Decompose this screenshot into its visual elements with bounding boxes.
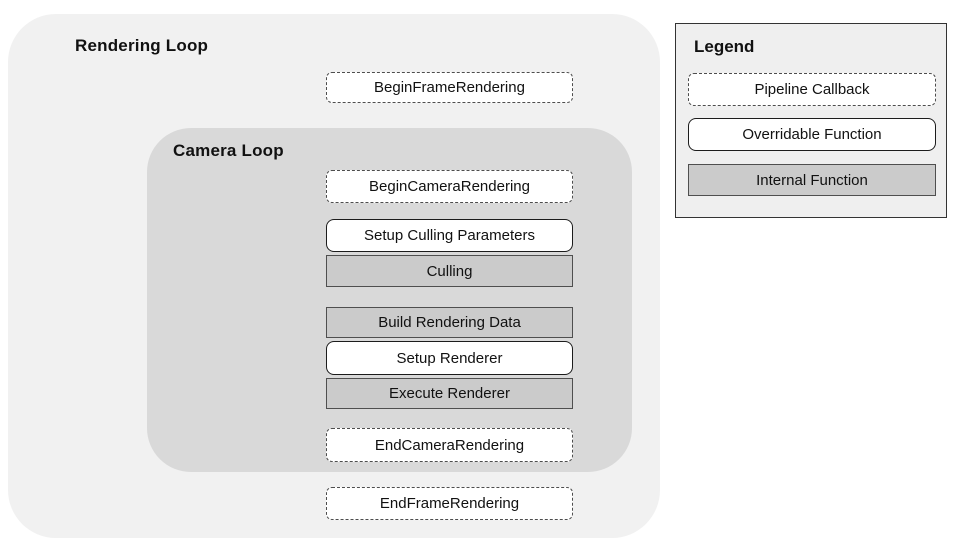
node-execute-renderer: Execute Renderer (326, 378, 573, 409)
node-culling: Culling (326, 255, 573, 287)
camera-loop-title: Camera Loop (173, 141, 284, 160)
rendering-loop-title: Rendering Loop (75, 36, 209, 55)
node-end-frame-rendering: EndFrameRendering (326, 487, 573, 520)
node-build-rendering-data: Build Rendering Data (326, 307, 573, 338)
legend-title: Legend (694, 37, 755, 56)
legend-item-internal-function: Internal Function (688, 164, 936, 196)
node-setup-culling-parameters: Setup Culling Parameters (326, 219, 573, 252)
node-setup-renderer: Setup Renderer (326, 341, 573, 375)
legend-panel: Legend Pipeline Callback Overridable Fun… (675, 23, 947, 218)
legend-item-overridable-function: Overridable Function (688, 118, 936, 151)
node-end-camera-rendering: EndCameraRendering (326, 428, 573, 462)
node-begin-frame-rendering: BeginFrameRendering (326, 72, 573, 103)
legend-item-pipeline-callback: Pipeline Callback (688, 73, 936, 106)
node-begin-camera-rendering: BeginCameraRendering (326, 170, 573, 203)
